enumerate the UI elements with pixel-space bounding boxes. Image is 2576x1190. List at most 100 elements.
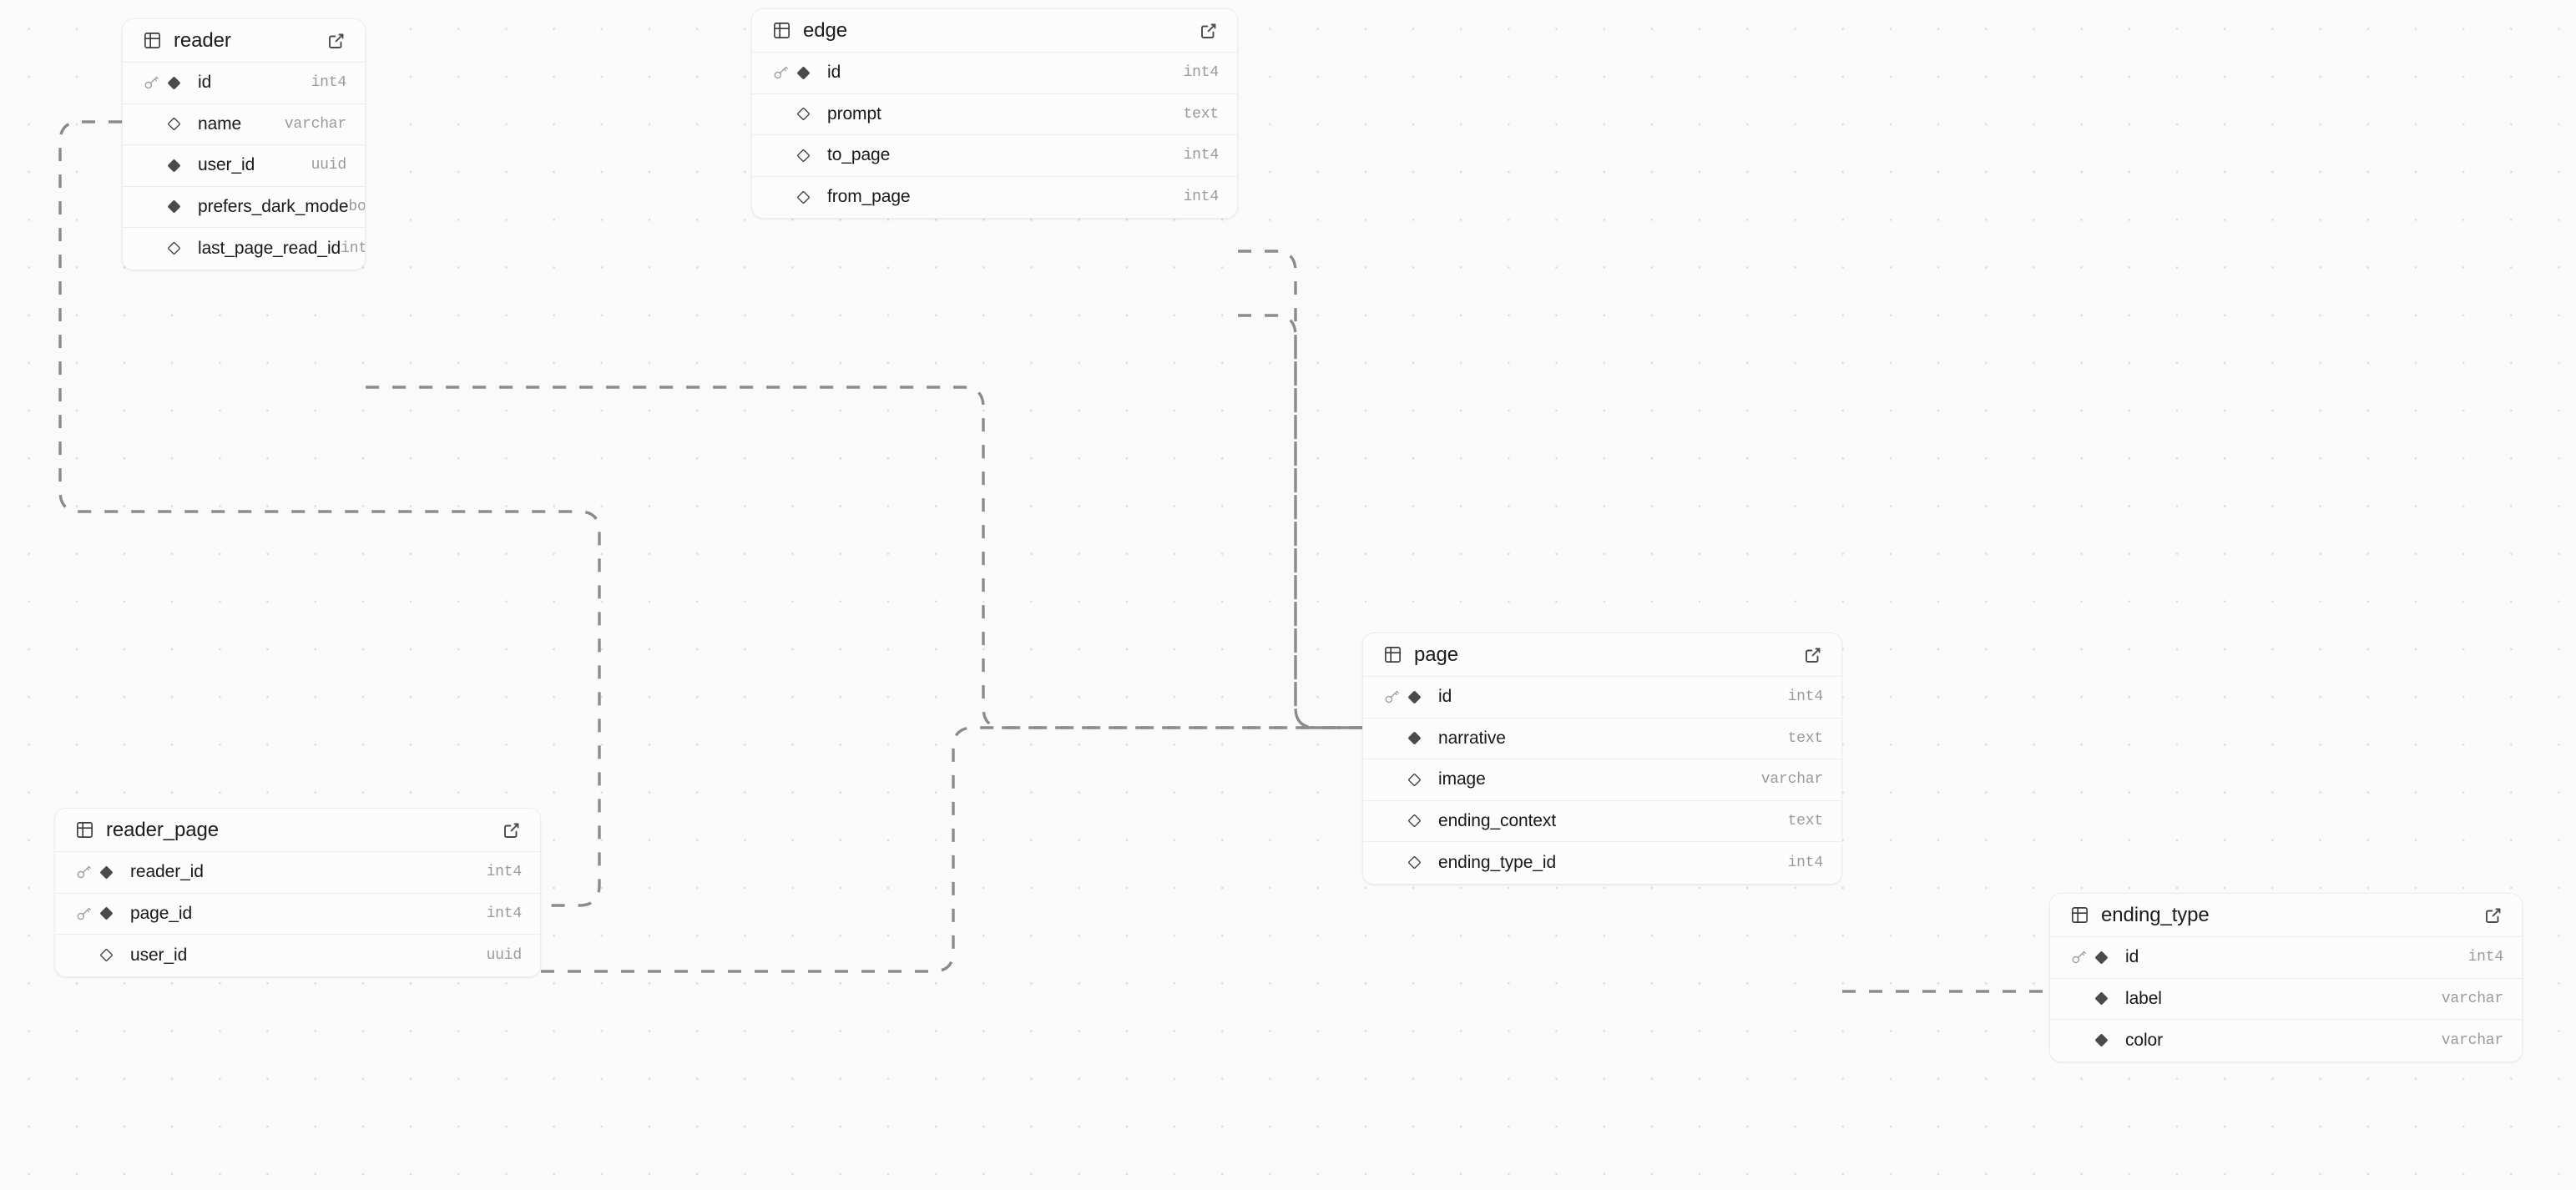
column-row-reader-last_page_read_id[interactable]: last_page_read_id int4 xyxy=(123,228,365,270)
diamond-icon xyxy=(168,200,180,214)
nullable-indicator-slot xyxy=(166,158,193,174)
diamond-icon xyxy=(2095,992,2108,1006)
column-name-prompt: prompt xyxy=(827,103,881,124)
column-name-name: name xyxy=(198,113,242,134)
column-row-reader-name[interactable]: name varchar xyxy=(123,103,365,145)
nullable-indicator-slot xyxy=(166,199,193,214)
column-type-prefers_dark_mode: bool xyxy=(348,198,366,215)
column-type-prompt: text xyxy=(1183,105,1220,123)
table-card-edge[interactable]: edge id int4 xyxy=(751,8,1238,219)
column-row-reader_page-reader_id[interactable]: reader_id int4 xyxy=(55,852,540,894)
column-row-ending_type-label[interactable]: label varchar xyxy=(2050,978,2522,1020)
column-row-ending_type-id[interactable]: id int4 xyxy=(2050,937,2522,979)
nullable-indicator-slot xyxy=(98,865,125,880)
nullable-indicator-slot xyxy=(2094,950,2120,966)
column-name-ending_type_id: ending_type_id xyxy=(1438,852,1557,872)
external-link-icon-reader[interactable] xyxy=(326,31,346,51)
key-icon xyxy=(77,865,91,879)
primary-key-slot xyxy=(143,199,166,215)
column-name-label: label xyxy=(2125,988,2162,1008)
column-type-id: int4 xyxy=(1183,64,1220,82)
column-row-ending_type-color[interactable]: color varchar xyxy=(2050,1020,2522,1061)
primary-key-slot xyxy=(772,64,796,81)
column-list: id int4 name varchar xyxy=(123,63,365,270)
relationship-edge[interactable] xyxy=(1238,314,1362,729)
primary-key-slot xyxy=(143,116,166,133)
primary-key-slot xyxy=(1383,813,1407,829)
nullable-indicator-slot xyxy=(796,148,822,164)
table-header-reader[interactable]: reader xyxy=(123,19,365,63)
column-name-id: id xyxy=(1438,687,1452,707)
table-header-page[interactable]: page xyxy=(1363,633,1841,677)
nullable-indicator-slot xyxy=(166,75,193,91)
diamond-icon xyxy=(1408,856,1421,870)
column-row-reader_page-page_id[interactable]: page_id int4 xyxy=(55,893,540,935)
column-type-to_page: int4 xyxy=(1183,147,1220,164)
key-icon xyxy=(1385,690,1399,703)
primary-key-slot xyxy=(772,189,796,205)
column-type-user_id: uuid xyxy=(311,157,347,174)
primary-key-slot xyxy=(2070,1032,2094,1049)
column-row-edge-id[interactable]: id int4 xyxy=(752,53,1237,94)
column-type-id: int4 xyxy=(1787,688,1824,706)
diamond-icon xyxy=(1408,773,1421,786)
table-card-ending_type[interactable]: ending_type id int4 xyxy=(2049,893,2523,1062)
key-icon xyxy=(774,66,788,79)
external-link-icon-page[interactable] xyxy=(1803,645,1823,665)
column-name-narrative: narrative xyxy=(1438,728,1506,748)
diamond-icon xyxy=(797,149,810,162)
table-card-reader[interactable]: reader id int4 xyxy=(122,18,366,270)
column-row-page-image[interactable]: image varchar xyxy=(1363,759,1841,801)
diamond-icon xyxy=(100,865,113,879)
primary-key-slot xyxy=(1383,855,1407,871)
column-type-label: varchar xyxy=(2441,990,2503,1007)
column-name-prefers_dark_mode: prefers_dark_mode xyxy=(198,196,349,216)
diamond-icon xyxy=(2095,1034,2108,1047)
relationship-edge[interactable] xyxy=(366,386,1362,729)
column-row-reader-prefers_dark_mode[interactable]: prefers_dark_mode bool xyxy=(123,186,366,228)
diamond-icon xyxy=(797,66,810,79)
external-link-icon-ending_type[interactable] xyxy=(2483,905,2503,925)
external-link-icon-edge[interactable] xyxy=(1199,21,1219,41)
key-icon xyxy=(144,76,159,89)
column-row-edge-from_page[interactable]: from_page int4 xyxy=(752,176,1237,218)
external-link-icon-reader_page[interactable] xyxy=(502,820,522,840)
column-list: reader_id int4 page_id int4 xyxy=(55,852,540,976)
table-card-page[interactable]: page id int4 xyxy=(1362,633,1842,885)
column-name-last_page_read_id: last_page_read_id xyxy=(198,238,341,258)
column-row-edge-to_page[interactable]: to_page int4 xyxy=(752,135,1237,177)
key-icon xyxy=(77,907,91,920)
column-row-page-narrative[interactable]: narrative text xyxy=(1363,718,1841,759)
nullable-indicator-slot xyxy=(98,947,125,963)
column-name-image: image xyxy=(1438,769,1486,789)
table-title-ending_type: ending_type xyxy=(2101,903,2210,926)
column-row-edge-prompt[interactable]: prompt text xyxy=(752,93,1237,135)
column-type-page_id: int4 xyxy=(486,905,523,922)
column-name-id: id xyxy=(827,63,841,83)
column-row-reader-id[interactable]: id int4 xyxy=(123,63,365,104)
column-row-page-ending_context[interactable]: ending_context text xyxy=(1363,800,1841,842)
table-card-reader_page[interactable]: reader_page reader_id int4 xyxy=(54,808,541,977)
table-header-edge[interactable]: edge xyxy=(752,9,1237,53)
table-header-ending_type[interactable]: ending_type xyxy=(2050,894,2522,937)
column-row-reader-user_id[interactable]: user_id uuid xyxy=(123,145,365,187)
column-name-ending_context: ending_context xyxy=(1438,810,1557,830)
column-type-image: varchar xyxy=(1760,771,1823,789)
primary-key-slot xyxy=(75,905,98,922)
primary-key-slot xyxy=(143,74,166,91)
nullable-indicator-slot xyxy=(796,106,822,122)
column-row-reader_page-user_id[interactable]: user_id uuid xyxy=(55,935,540,976)
column-name-user_id: user_id xyxy=(130,945,188,965)
column-type-ending_type_id: int4 xyxy=(1787,854,1824,871)
table-icon xyxy=(2072,907,2088,923)
table-icon xyxy=(144,33,160,48)
relationship-edge[interactable] xyxy=(1238,250,1362,729)
table-header-reader_page[interactable]: reader_page xyxy=(55,809,540,852)
relationship-edge[interactable] xyxy=(541,726,1362,973)
column-row-page-id[interactable]: id int4 xyxy=(1363,677,1841,719)
column-row-page-ending_type_id[interactable]: ending_type_id int4 xyxy=(1363,842,1841,884)
column-name-id: id xyxy=(198,73,212,93)
diamond-icon xyxy=(1408,814,1421,828)
column-type-name: varchar xyxy=(284,115,346,133)
